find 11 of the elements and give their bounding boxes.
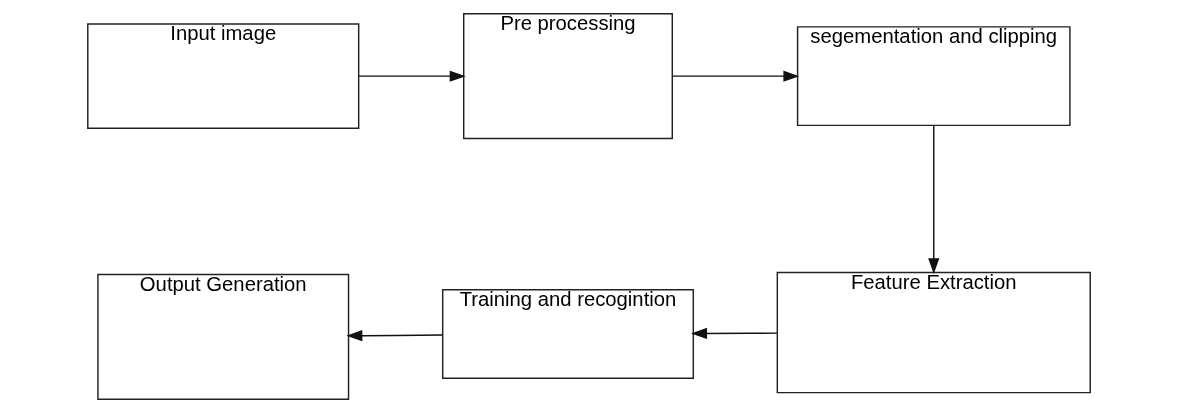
node-box: Output Generation (96, 273, 349, 400)
node-box: Training and recogintion (441, 289, 694, 379)
arrow (671, 70, 799, 82)
node-box: Pre processing (462, 13, 673, 140)
node-box: segementation and clipping (796, 26, 1071, 127)
arrow (345, 330, 443, 342)
arrow (927, 124, 939, 275)
arrow (690, 327, 778, 339)
arrow (357, 70, 466, 82)
node-box: Feature Extraction (776, 271, 1091, 394)
node-box: Input image (86, 23, 359, 129)
